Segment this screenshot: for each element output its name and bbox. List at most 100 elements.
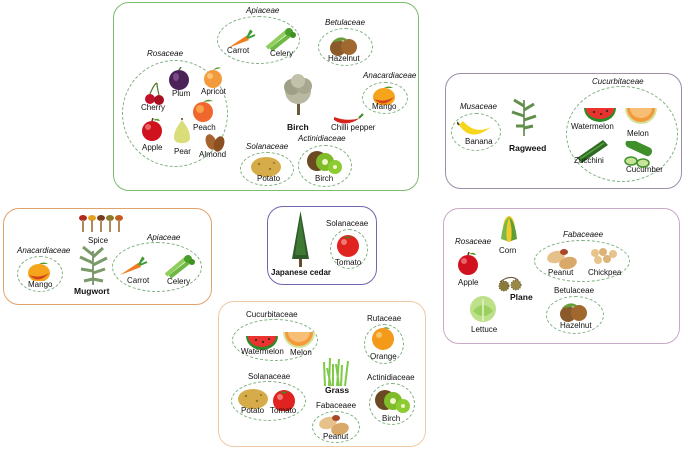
allergen-label: Plane — [510, 292, 533, 302]
betulaceae-ellipse — [546, 296, 604, 334]
anacardiaceae-ellipse — [17, 256, 63, 292]
solanaceae-ellipse — [231, 381, 306, 421]
food-label: Mango — [372, 102, 397, 111]
banana-icon — [457, 120, 492, 136]
melon-icon — [283, 331, 315, 348]
cedar-tree-icon — [292, 211, 309, 267]
food-label: Celery — [270, 49, 294, 58]
food-label: Orange — [370, 352, 397, 361]
solanaceae-ellipse — [240, 152, 294, 186]
fabaceae-ellipse — [534, 240, 630, 282]
food-label: Melon — [290, 348, 312, 357]
family-label: Fabaceaee — [563, 230, 604, 239]
food-label: Birch — [382, 414, 401, 423]
food-label: Mango — [28, 280, 53, 289]
food-label: Tomato — [270, 406, 297, 415]
family-label: Betulaceae — [554, 286, 595, 295]
food-label: Carrot — [227, 46, 250, 55]
food-label: Hazelnut — [560, 321, 592, 330]
rosaceae-ellipse — [122, 60, 228, 167]
food-label: Corn — [499, 246, 517, 255]
ragweed-plant-icon — [510, 98, 538, 138]
japanese-cedar-group — [267, 206, 377, 285]
family-label: Actinidiaceae — [367, 373, 415, 382]
ragweed-group — [445, 73, 682, 189]
watermelon-icon — [246, 336, 278, 350]
grass-group — [218, 301, 426, 447]
orange-icon — [372, 327, 394, 350]
family-label: Apiaceae — [246, 6, 280, 15]
allergen-label: Birch — [287, 122, 309, 132]
food-label: Chickpea — [588, 268, 622, 277]
food-label: Peach — [193, 123, 216, 132]
rutaceae-ellipse — [364, 324, 404, 364]
peach-icon — [193, 99, 213, 122]
food-label: Zucchini — [574, 156, 604, 165]
plane-group — [443, 208, 680, 344]
food-label: Celery — [167, 277, 191, 286]
food-label: Plum — [172, 89, 191, 98]
cherry-icon — [144, 82, 165, 105]
food-label: Apple — [458, 278, 479, 287]
food-label: Peanut — [548, 268, 574, 277]
food-label: Chilli pepper — [331, 123, 376, 132]
family-label: Solanaceae — [246, 142, 289, 151]
food-label: Watermelon — [241, 347, 284, 356]
family-label: Musaceae — [460, 102, 497, 111]
food-label: Potato — [241, 406, 265, 415]
family-label: Fabaceaee — [316, 401, 357, 410]
family-label: Betulaceae — [325, 18, 366, 27]
allergen-label: Ragweed — [509, 143, 547, 153]
corn-icon — [501, 216, 517, 242]
family-label: Solanaceae — [326, 219, 369, 228]
family-label: Rosaceae — [455, 237, 492, 246]
watermelon-icon — [584, 108, 616, 122]
anacardiaceae-ellipse — [362, 82, 408, 114]
allergen-label: Mugwort — [74, 286, 110, 296]
chickpea-icon — [591, 248, 617, 264]
food-label: Banana — [465, 137, 493, 146]
family-label: Apiaceae — [147, 233, 181, 242]
family-label: Actinidiaceae — [298, 134, 346, 143]
food-label: Watermelon — [571, 122, 614, 131]
food-label: Carrot — [127, 276, 150, 285]
birch-group — [113, 2, 419, 191]
plane-tree-icon — [498, 276, 522, 292]
food-label: Cucumber — [626, 165, 663, 174]
apple-icon — [141, 118, 163, 142]
melon-icon — [625, 107, 657, 124]
allergen-label: Japanese cedar — [271, 268, 332, 277]
family-label: Solanaceae — [248, 372, 291, 381]
mugwort-group — [3, 208, 212, 305]
food-label: Almond — [199, 150, 227, 159]
kiwi-icon — [375, 390, 410, 413]
food-label: Lettuce — [471, 325, 498, 334]
mango-icon — [28, 262, 50, 281]
food-label: Potato — [257, 174, 281, 183]
family-label: Rosaceae — [147, 49, 184, 58]
food-label: Cherry — [141, 103, 166, 112]
kiwi-icon — [307, 151, 342, 174]
cucurbitaceae-ellipse — [232, 319, 318, 361]
family-label: Cucurbitaceae — [246, 310, 298, 319]
tomato-icon — [337, 235, 359, 257]
apiaceae-ellipse — [112, 242, 202, 292]
solanaceae-ellipse — [330, 229, 368, 269]
food-label: Tomato — [335, 258, 362, 267]
food-label: Hazelnut — [328, 54, 360, 63]
allergen-label: Grass — [325, 385, 350, 395]
family-label: Rutaceae — [367, 314, 402, 323]
food-label: Melon — [627, 129, 649, 138]
food-label: Birch — [315, 174, 334, 183]
musaceae-ellipse — [451, 113, 501, 151]
fabaceae-ellipse — [312, 411, 360, 443]
actinidiaceae-ellipse — [369, 383, 415, 425]
apiaceae-ellipse — [217, 16, 300, 64]
cucurbitaceae-ellipse — [566, 86, 678, 182]
betulaceae-ellipse — [318, 28, 373, 66]
pear-icon — [173, 118, 191, 144]
food-label: Apricot — [201, 87, 226, 96]
family-label: Anacardiaceae — [363, 71, 417, 80]
spice-icon — [79, 215, 123, 232]
celery-icon — [164, 253, 197, 279]
